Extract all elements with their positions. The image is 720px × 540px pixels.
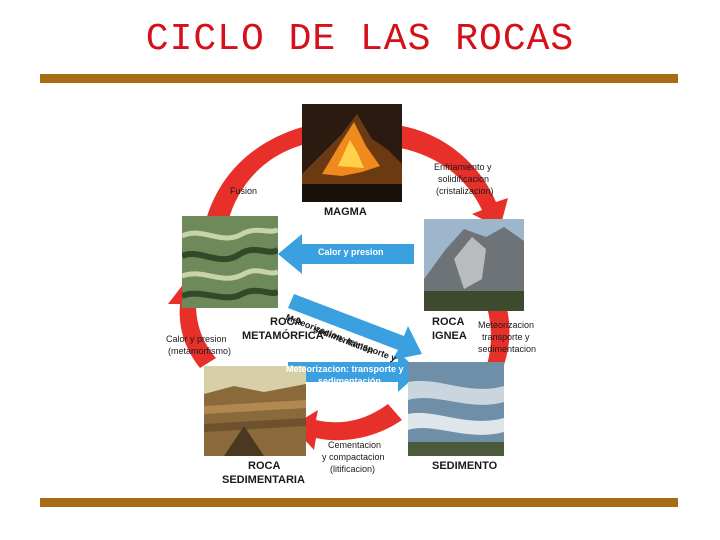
label-metamorphic-line2: METAMÓRFICA: [242, 330, 324, 342]
note-cooling-3: (cristalizacion): [436, 186, 494, 196]
sediment-photo: [408, 362, 504, 456]
note-weathering-middle-1: Meteorizacion: transporte y: [286, 364, 404, 374]
igneous-rock-photo: [424, 219, 524, 311]
arrow-cooling: [400, 126, 508, 228]
label-sedimentary-line2: SEDIMENTARIA: [222, 474, 305, 486]
label-igneous-line1: ROCA: [432, 316, 465, 328]
note-cooling-1: Enfriamiento y: [434, 162, 492, 172]
arrow-heat-pressure: [278, 234, 414, 274]
metamorphic-rock-photo: [182, 216, 278, 308]
note-cementation-3: (litificacion): [330, 464, 376, 474]
note-heat-pressure-left-1: Calor y presion: [166, 334, 227, 344]
label-magma: MAGMA: [324, 206, 367, 218]
note-heat-pressure-left-2: (metamorfismo): [168, 346, 232, 356]
note-weathering-middle-2: sedimentación: [318, 376, 382, 386]
arrow-cementation: [292, 404, 402, 450]
note-weathering-right-2: transporte y: [482, 332, 530, 342]
page-title: CICLO DE LAS ROCAS: [145, 18, 575, 61]
label-metamorphic-line1: ROCA: [270, 316, 303, 328]
arrow-fusion: [206, 114, 328, 222]
label-sedimentary-line1: ROCA: [248, 460, 281, 472]
note-cooling-2: solidificacion: [438, 174, 490, 184]
magma-photo: [302, 104, 402, 202]
label-sediment: SEDIMENTO: [432, 460, 498, 472]
top-divider: [40, 74, 678, 83]
note-fusion: Fusion: [230, 186, 258, 196]
note-cementation-1: Cementacion: [328, 440, 382, 450]
note-weathering-right-1: Meteorizacion: [478, 320, 535, 330]
note-cementation-2: y compactacion: [322, 452, 385, 462]
bottom-divider: [40, 498, 678, 507]
note-weathering-right-3: sedimentacion: [478, 344, 537, 354]
label-igneous-line2: IGNEA: [432, 330, 467, 342]
arrow-weathering-diagonal: [288, 294, 422, 360]
rock-cycle-diagram: MAGMA ROCA IGNEA ROCA METAMÓRFICA ROCA S…: [166, 98, 559, 490]
note-heat-pressure-blue: Calor y presion: [318, 247, 384, 257]
sedimentary-rock-photo: [204, 366, 306, 456]
arrow-weathering-middle: [288, 352, 420, 392]
